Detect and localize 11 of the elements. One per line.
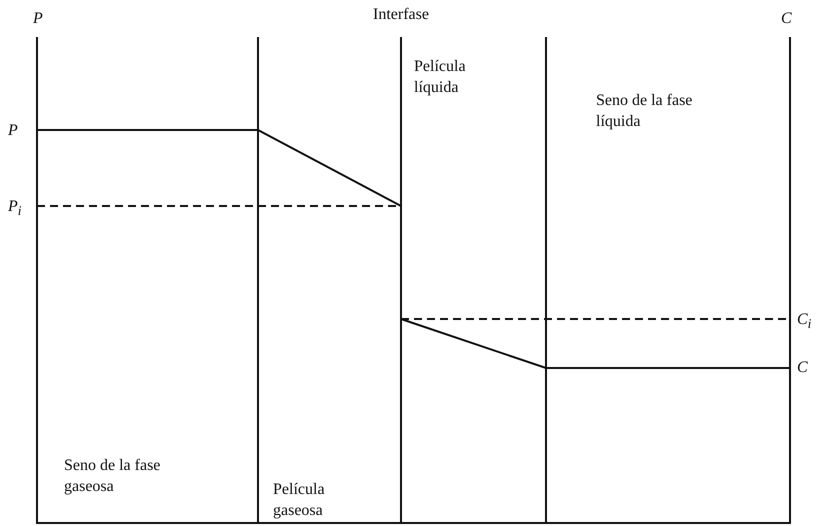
interface-concentration-label: C$_{i}$ (797, 310, 812, 334)
region-label: Seno de la fase gaseosa (64, 456, 162, 497)
concentration-label: C (797, 358, 809, 378)
region-label: Película líquida (414, 57, 467, 98)
interface-label: Interfase (372, 5, 430, 25)
interface-pressure-label: P$_{i}$ (8, 197, 22, 220)
region-label: Seno de la fase líquida (596, 91, 694, 132)
axis-label: P (33, 9, 44, 29)
region-label: Película gaseosa (273, 480, 326, 521)
pressure-label: P (8, 121, 19, 141)
axis-label: C (781, 9, 793, 29)
